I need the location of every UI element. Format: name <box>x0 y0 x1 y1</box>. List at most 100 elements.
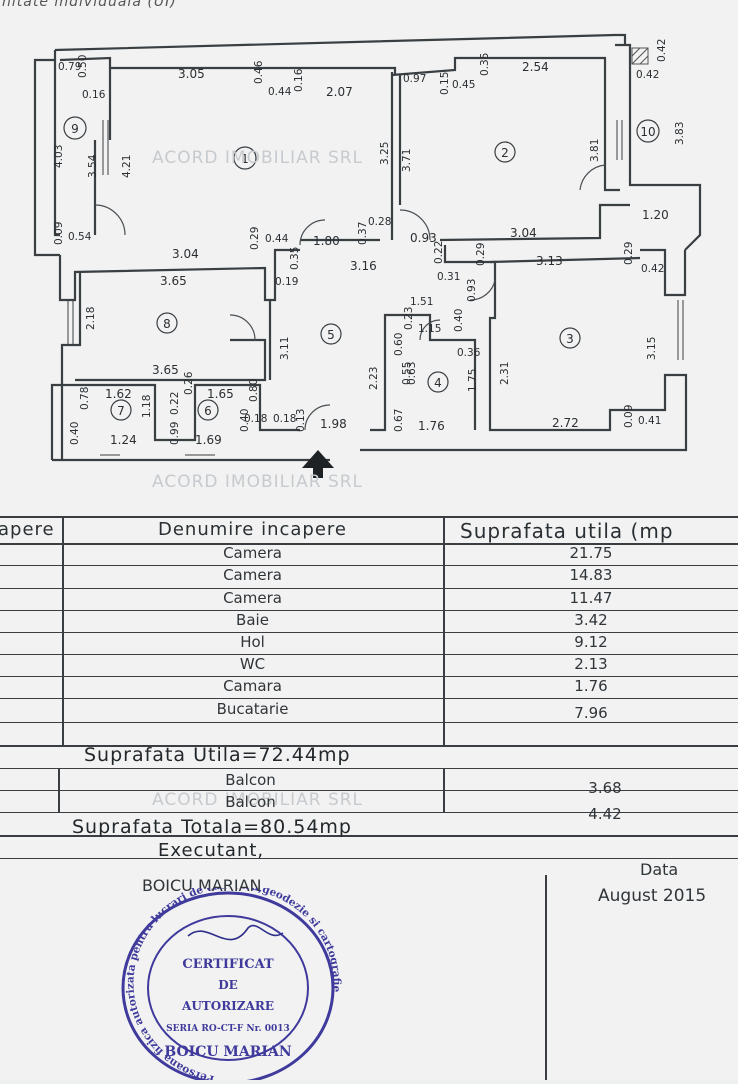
dim: 0.29 <box>475 243 487 266</box>
dim: 0.23 <box>403 307 415 330</box>
dim: 0.93 <box>410 231 437 245</box>
dim: 1.69 <box>195 433 222 447</box>
table-row-name: Baie <box>236 611 269 629</box>
useful-area-total: Suprafata Utila=72.44mp <box>84 744 351 766</box>
dim: 3.04 <box>510 226 537 240</box>
room-number-10: 10 <box>640 125 655 139</box>
table-row-area: 7.96 <box>574 704 608 722</box>
dim: 0.18 <box>244 413 267 425</box>
dim: 0.80 <box>248 379 260 402</box>
dim: 1.75 <box>467 369 479 392</box>
dim: 3.65 <box>160 274 187 288</box>
dim: 1.24 <box>110 433 137 447</box>
dim: 0.60 <box>393 333 405 356</box>
room-number-1: 1 <box>241 152 249 166</box>
dim: 0.67 <box>393 409 405 432</box>
dim: 0.42 <box>641 263 664 275</box>
signature-mark <box>187 924 284 941</box>
table-row-name: WC <box>239 655 266 673</box>
dim: 0.40 <box>69 422 81 445</box>
balcony-row-name: Balcon <box>225 771 276 789</box>
authorization-stamp: Persoana fizica autorizata pentru lucrar… <box>118 879 348 1084</box>
up-arrow-icon <box>302 450 334 478</box>
dim: 0.97 <box>403 73 426 85</box>
table-row-name: Camara <box>223 677 282 695</box>
table-row-area: 3.42 <box>574 611 608 629</box>
table-row-area: 1.76 <box>574 677 608 695</box>
dim: 0.29 <box>249 227 261 250</box>
room-number-8: 8 <box>163 317 171 331</box>
dim: 0.09 <box>623 405 635 428</box>
date-label: Data <box>640 860 679 879</box>
balcony-row-area: 3.68 <box>588 779 622 797</box>
dim: 1.62 <box>105 387 132 401</box>
dim: 0.35 <box>479 53 491 76</box>
dim: 3.13 <box>536 254 563 268</box>
dim: 0.40 <box>453 309 465 332</box>
dim: 4.21 <box>121 155 133 178</box>
table-row-area: 11.47 <box>569 589 613 607</box>
dim: 0.79 <box>58 61 81 73</box>
dim: 1.76 <box>418 419 445 433</box>
dim: 0.44 <box>268 86 292 98</box>
dim: 1.98 <box>320 417 347 431</box>
dim: 0.99 <box>169 422 181 445</box>
dim: 1.65 <box>207 387 234 401</box>
room-number-7: 7 <box>117 404 125 418</box>
watermark: ACORD IMOBILIAR SRL <box>152 472 364 492</box>
stamp-line: DE <box>218 978 238 992</box>
executant-label: Executant, <box>158 840 265 861</box>
room-number-6: 6 <box>204 404 212 418</box>
dim: 3.16 <box>350 259 377 273</box>
room-number-2: 2 <box>501 146 509 160</box>
table-row-area: 21.75 <box>569 544 613 562</box>
dim: 0.44 <box>265 233 289 245</box>
watermark: ACORD IMOBILIAR SRL <box>152 790 364 810</box>
table-row-name: Camera <box>223 544 282 562</box>
table-row-name: Hol <box>240 633 265 651</box>
room-number-3: 3 <box>566 332 574 346</box>
total-area: Suprafata Totala=80.54mp <box>72 816 352 838</box>
stamp-line: AUTORIZARE <box>181 999 274 1013</box>
dim: 0.50 <box>77 55 89 78</box>
dim: 0.09 <box>53 222 65 245</box>
dim: 2.54 <box>522 60 549 74</box>
unit-header: nitate individuala (UI) <box>2 0 177 10</box>
dim: 0.36 <box>457 347 481 359</box>
dim: 3.25 <box>379 142 391 165</box>
dim: 1.15 <box>418 323 441 335</box>
dim: 0.19 <box>275 276 298 288</box>
dim: 2.23 <box>368 367 380 390</box>
room-number-4: 4 <box>434 376 442 390</box>
balcony-row-name: Balcon <box>225 793 276 811</box>
dim: 0.31 <box>437 271 460 283</box>
room-number-9: 9 <box>71 122 79 136</box>
stamp-line: BOICU MARIAN <box>164 1044 291 1060</box>
executant-name: BOICU MARIAN <box>142 876 262 895</box>
dim: 0.26 <box>183 371 195 395</box>
room-number-5: 5 <box>327 328 335 342</box>
dim: 3.54 <box>87 154 99 178</box>
dim: 3.05 <box>178 67 205 81</box>
table-row-area: 14.83 <box>569 566 613 584</box>
dim: 0.45 <box>452 79 475 91</box>
dim: 0.41 <box>638 415 661 427</box>
table-row-area: 9.12 <box>574 633 608 651</box>
dim: 3.04 <box>172 247 199 261</box>
dim: 3.71 <box>401 149 413 172</box>
stamp-line: SERIA RO-CT-F Nr. 0013 <box>166 1024 290 1034</box>
dim: 0.16 <box>82 89 106 101</box>
dim: 0.15 <box>439 72 451 95</box>
table-row-name: Camera <box>223 566 282 584</box>
dim: 3.83 <box>674 122 686 145</box>
dim: 1.20 <box>642 208 669 222</box>
dim: 0.22 <box>169 392 181 415</box>
table-row-name: Bucatarie <box>216 700 289 718</box>
dim: 2.72 <box>552 416 579 430</box>
dim: 2.07 <box>326 85 353 99</box>
dim: 0.28 <box>368 216 391 228</box>
dim: 2.18 <box>85 307 97 330</box>
dim: 0.42 <box>636 69 659 81</box>
dim: 3.11 <box>279 337 291 360</box>
